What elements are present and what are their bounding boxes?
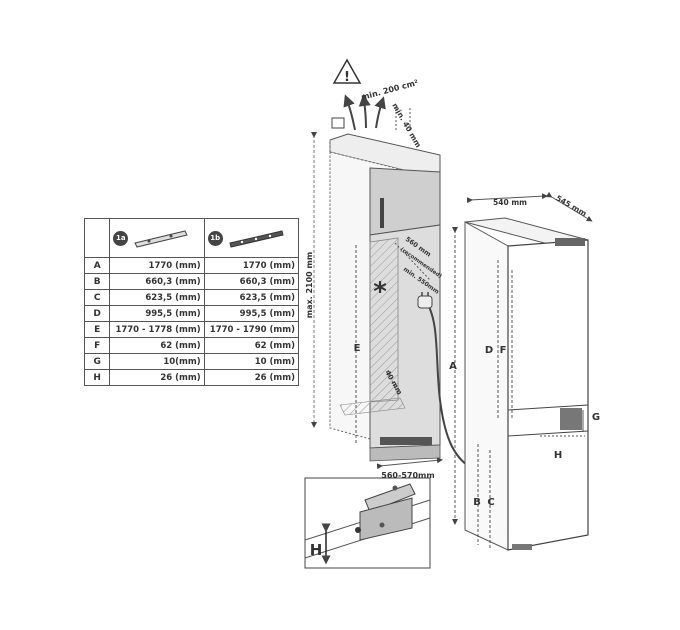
fridge-appliance xyxy=(452,191,593,551)
cabinet-niche xyxy=(311,132,476,471)
table-row: B 660,3 (mm) 660,3 (mm) xyxy=(83,273,300,290)
power-cable xyxy=(424,299,476,471)
table-header-row: 1a 1b xyxy=(83,218,300,258)
dim-f-label: F xyxy=(500,345,507,356)
middle-hinge xyxy=(560,408,582,430)
width-range-line xyxy=(376,457,443,470)
hinge-detail-inset xyxy=(304,477,431,569)
table-row: A 1770 (mm) 1770 (mm) xyxy=(83,257,300,274)
header-1b: 1b xyxy=(203,218,300,258)
max-height-label: max. 2100 mm xyxy=(305,252,314,318)
table-row: H 26 (mm) 26 (mm) xyxy=(83,369,300,386)
cabinet-handle xyxy=(380,198,384,228)
bracket-1a-icon xyxy=(134,230,189,248)
ventilation-label: min. 200 cm² xyxy=(360,78,419,102)
detail-h-label: H xyxy=(310,541,323,559)
dimension-table: 1a 1b A 1770 (mm) 1770 (mm) B 660,3 (mm)… xyxy=(83,218,300,386)
dim-d-label: D xyxy=(485,345,493,356)
dim-h-label: H xyxy=(554,450,562,461)
width-range-label: 560-570mm xyxy=(381,471,434,480)
dim-c-label: C xyxy=(487,497,494,508)
dim-g-label: G xyxy=(592,412,600,423)
vent-grille xyxy=(380,437,432,445)
hinge-screw-icon xyxy=(355,527,361,533)
asterisk-marker: * xyxy=(373,277,387,307)
header-1a: 1a xyxy=(109,218,205,258)
table-row: E 1770 - 1778 (mm) 1770 - 1790 (mm) xyxy=(83,321,300,338)
table-row: D 995,5 (mm) 995,5 (mm) xyxy=(83,305,300,322)
top-hinge xyxy=(555,238,585,246)
bottom-hinge xyxy=(512,544,532,550)
min-40-top-label: min. 40 mm xyxy=(390,102,423,150)
table-row: F 62 (mm) 62 (mm) xyxy=(83,337,300,354)
power-plug-icon xyxy=(417,292,433,309)
badge-1a: 1a xyxy=(113,230,129,246)
ventilation-arrows xyxy=(331,94,411,132)
depth-540-label: 540 mm xyxy=(493,198,527,207)
warning-glyph: ! xyxy=(344,70,350,85)
dim-a-label: A xyxy=(449,361,457,372)
dim-b-label: B xyxy=(473,497,481,508)
bracket-1b-icon xyxy=(229,230,284,248)
width-545-label: 545 mm xyxy=(554,193,588,218)
table-row: G 10(mm) 10 (mm) xyxy=(83,353,300,370)
dim-e-label: E xyxy=(354,343,361,354)
badge-1b: 1b xyxy=(207,230,223,246)
table-row: C 623,5 (mm) 623,5 (mm) xyxy=(83,289,300,306)
warning-triangle-icon: ! xyxy=(332,58,362,85)
